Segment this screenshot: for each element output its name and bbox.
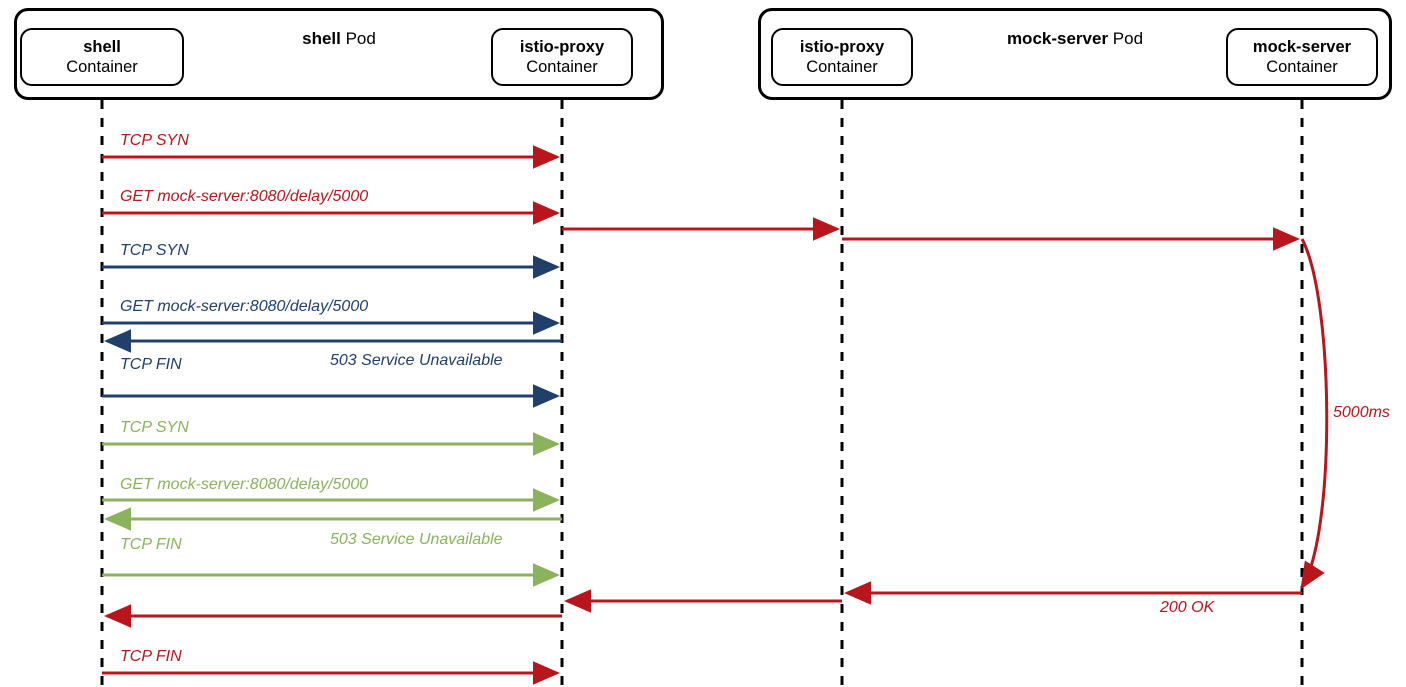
pod-title-mock-server-pod: mock-server Pod (761, 29, 1389, 49)
message-label-m11: 503 Service Unavailable (330, 531, 503, 548)
message-label-m10: GET mock-server:8080/delay/5000 (120, 476, 369, 493)
container-name: istio-proxy (799, 37, 885, 56)
container-name: shell (83, 37, 121, 56)
pod-suffix: Pod (340, 29, 376, 48)
messages-layer (102, 145, 1302, 685)
message-label-m12: TCP FIN (120, 536, 182, 553)
pod-suffix: Pod (1108, 29, 1144, 48)
container-type: Container (806, 58, 878, 76)
container-name: istio-proxy (519, 37, 605, 56)
pod-title-shell-pod: shell Pod (17, 29, 661, 49)
container-type: Container (66, 58, 138, 76)
message-label-m07: 503 Service Unavailable (330, 352, 503, 369)
pod-name: shell (302, 29, 341, 48)
message-label-m06: GET mock-server:8080/delay/5000 (120, 298, 369, 315)
message-label-m09: TCP SYN (120, 419, 189, 436)
container-type: Container (526, 58, 598, 76)
message-label-m05: TCP SYN (120, 242, 189, 259)
container-type: Container (1266, 58, 1338, 76)
container-name: mock-server (1252, 37, 1352, 56)
self-loop-layer (1300, 238, 1329, 590)
message-label-m16: TCP FIN (120, 648, 182, 665)
message-label-m08: TCP FIN (120, 356, 182, 373)
message-label-m01: TCP SYN (120, 132, 189, 149)
self-loop-label-mock-server-delay: 5000ms (1333, 404, 1390, 421)
message-label-m13: 200 OK (1160, 599, 1215, 616)
self-loop-path-mock-server-delay (1300, 238, 1329, 590)
message-label-m02: GET mock-server:8080/delay/5000 (120, 188, 369, 205)
pod-name: mock-server (1006, 29, 1109, 48)
